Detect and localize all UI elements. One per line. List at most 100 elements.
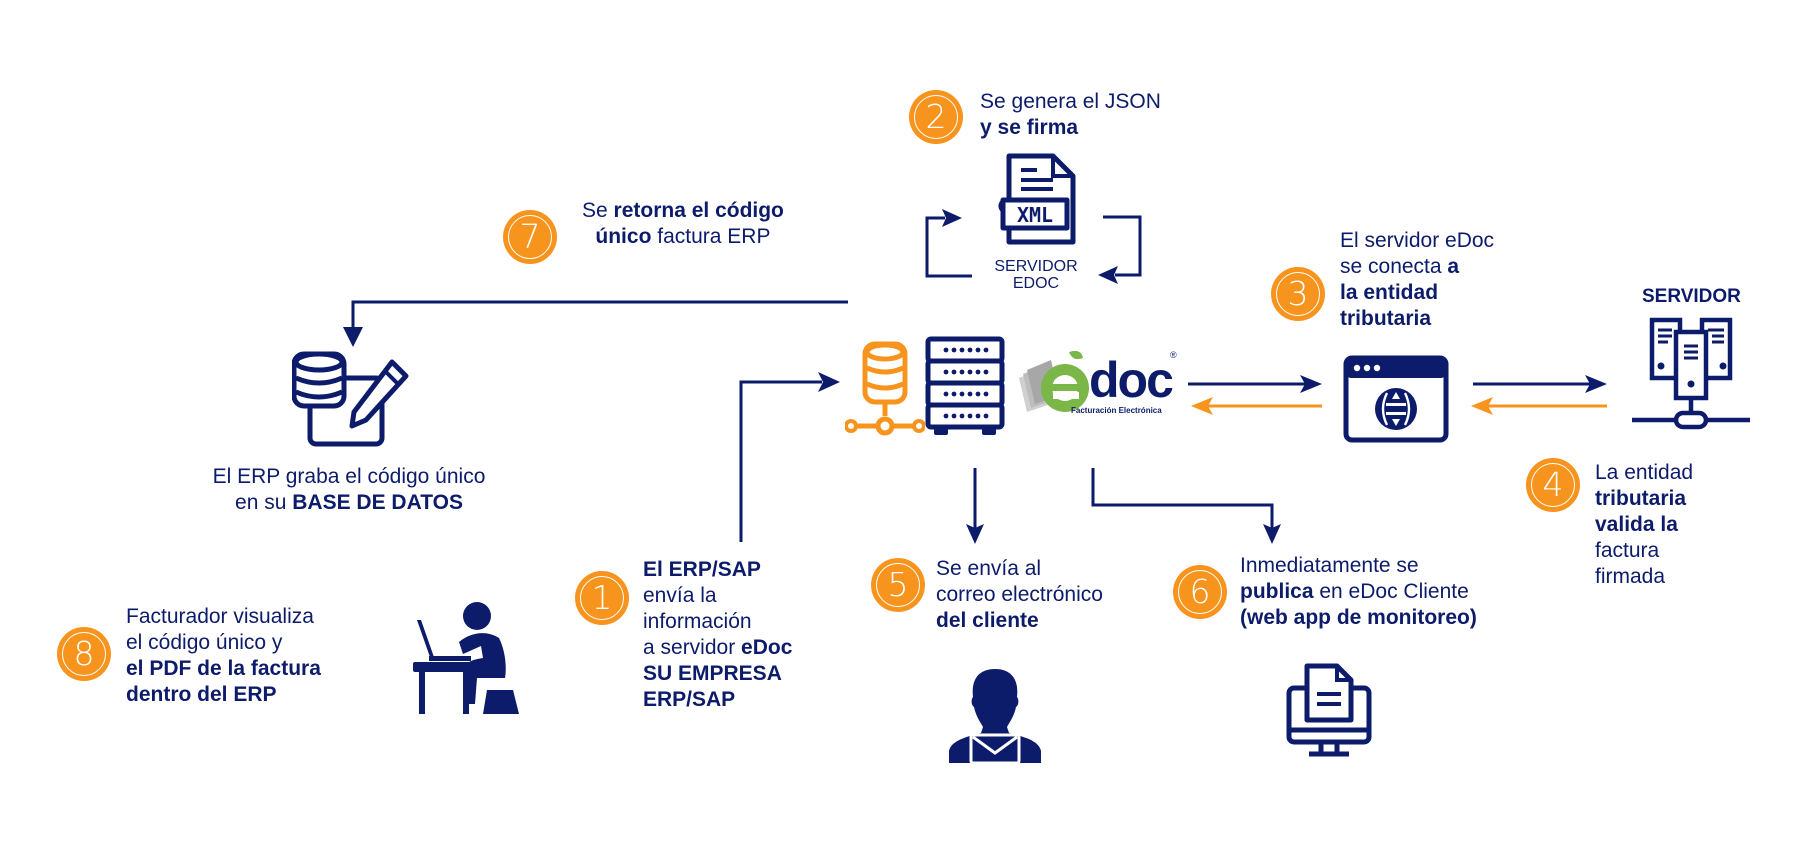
text-run: el código único y (126, 631, 283, 654)
step-2-text: Se genera el JSON y se firma (980, 89, 1161, 141)
text-run: correo electrónico (936, 583, 1103, 606)
text-run: Inmediatamente se (1240, 554, 1419, 577)
step-3-line: tributaria (1340, 306, 1494, 332)
step-8-badge: 8 (57, 627, 111, 681)
xml-tag: XML (1017, 203, 1053, 227)
step-1-line: El ERP/SAP (643, 557, 792, 583)
step-4-badge: 4 (1526, 458, 1580, 512)
arrow-to-email (966, 468, 984, 544)
step-3-line: El servidor eDoc (1340, 228, 1494, 254)
step-6-text: Inmediatamente se publica en eDoc Cliente… (1240, 553, 1477, 631)
xml-document-icon: XML (998, 153, 1076, 245)
text-run: Se genera el JSON (980, 90, 1161, 113)
edoc-logo-wordmark: doc (1089, 352, 1174, 408)
servidor-edoc-line2: EDOC (1012, 275, 1060, 292)
step-6-badge: 6 (1173, 565, 1227, 619)
database-network-icon (845, 341, 925, 436)
step-7-line: único factura ERP (582, 224, 784, 250)
arrow-to-web-app (1091, 468, 1281, 544)
arrow-edoc-to-entity (1188, 375, 1322, 393)
text-run: en su (235, 491, 293, 514)
step-7-badge: 7 (503, 210, 557, 264)
text-run: Facturador visualiza (126, 605, 314, 628)
bold-run: tributaria (1595, 487, 1687, 510)
step-3-line: se conecta a (1340, 254, 1494, 280)
text-run: información (643, 610, 752, 633)
bold-run: El ERP/SAP (643, 558, 761, 581)
step-1-line: ERP/SAP (643, 687, 792, 713)
bold-run: retorna el código (613, 199, 784, 222)
bold-run: valida la (1595, 513, 1678, 536)
server-rack-icon (925, 336, 1005, 435)
text-run: se conecta (1340, 255, 1448, 278)
step-3-badge: 3 (1271, 267, 1325, 321)
step-7-line: Se retorna el código (582, 198, 784, 224)
bold-run: único (595, 225, 652, 248)
user-mail-icon (949, 669, 1041, 763)
bold-run: ERP/SAP (643, 688, 736, 711)
step-6-line: Inmediatamente se (1240, 553, 1477, 579)
step-5-line: del cliente (936, 608, 1103, 634)
arrow-entity-to-edoc (1191, 397, 1322, 415)
arrow-erp-to-edoc (739, 372, 840, 542)
bold-run: publica (1240, 580, 1314, 603)
step-2-line: Se genera el JSON (980, 89, 1161, 115)
step-1-line: a servidor eDoc (643, 635, 792, 661)
monitor-document-icon (1286, 663, 1372, 757)
step-1-line: envía la (643, 583, 792, 609)
servidor-title: SERVIDOR (1642, 286, 1741, 307)
person-at-desk-icon (413, 602, 519, 714)
text-run: El ERP graba el código único (212, 465, 486, 488)
step-8-line: Facturador visualiza (126, 604, 321, 630)
bold-run: del cliente (936, 609, 1039, 632)
text-run: La entidad (1595, 461, 1694, 484)
text-run: factura (1595, 539, 1660, 562)
text-run: Se envía al (936, 557, 1042, 580)
arrow-entity-to-server (1473, 375, 1607, 393)
bold-run: tributaria (1340, 307, 1432, 330)
text-run: a servidor (643, 636, 742, 659)
database-edit-icon (292, 351, 409, 447)
step-2-badge: 2 (909, 90, 963, 144)
bold-run: BASE DE DATOS (292, 491, 463, 514)
text-run: envía la (643, 584, 717, 607)
text-run: Se (582, 199, 614, 222)
servidor-edoc-line1: SERVIDOR (994, 258, 1078, 275)
step-1-line: información (643, 609, 792, 635)
bold-run: SU EMPRESA (643, 662, 782, 685)
bold-run: (web app de monitoreo) (1240, 606, 1477, 629)
bold-run: y se firma (980, 116, 1079, 139)
step-1-line: SU EMPRESA (643, 661, 792, 687)
text-run: factura ERP (651, 225, 771, 248)
edoc-logo-tagline: Facturación Electrónica (1071, 406, 1162, 415)
servidor-edoc-label: SERVIDOR EDOC (976, 258, 1096, 292)
browser-globe-icon (1343, 355, 1449, 443)
step-6-line: (web app de monitoreo) (1240, 605, 1477, 631)
edoc-logo-registered: ® (1170, 350, 1177, 360)
step-4-line: tributaria (1595, 486, 1693, 512)
step-4-line: valida la (1595, 512, 1693, 538)
text-run: en eDoc Cliente (1313, 580, 1469, 603)
arrow-json-loop (925, 209, 1142, 284)
arrow-server-to-entity (1471, 397, 1607, 415)
bold-run: a (1447, 255, 1460, 278)
step-3-line: la entidad (1340, 280, 1494, 306)
step-2-line: y se firma (980, 115, 1161, 141)
edoc-logo: doc ® Facturación Electrónica (1015, 348, 1180, 420)
server-cluster-icon (1632, 317, 1750, 430)
step-4-line: La entidad (1595, 460, 1693, 486)
step-5-line: Se envía al (936, 556, 1103, 582)
bold-run: el PDF de la factura (126, 657, 321, 680)
step-5-text: Se envía al correo electrónico del cliente (936, 556, 1103, 634)
step-8-line: el código único y (126, 630, 321, 656)
step-5-badge: 5 (871, 558, 925, 612)
erp-caption-line: El ERP graba el código único (190, 464, 508, 490)
erp-caption-line: en su BASE DE DATOS (190, 490, 508, 516)
text-run: El servidor eDoc (1340, 229, 1495, 252)
